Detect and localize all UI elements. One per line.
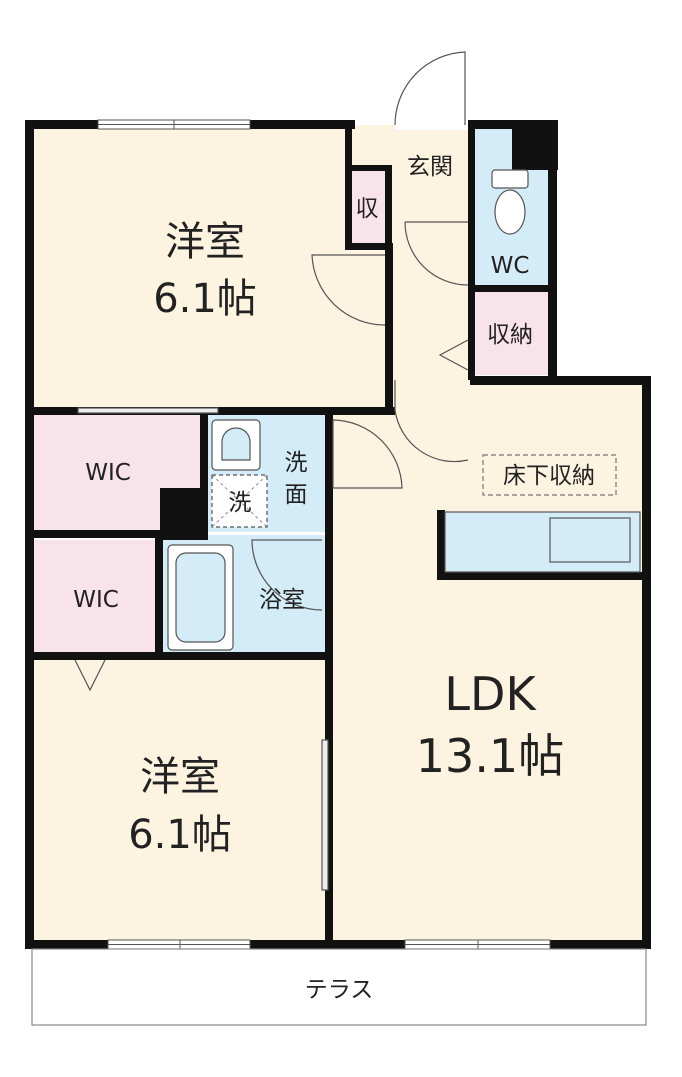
wall-washroom-left: [200, 412, 208, 540]
storage-label: 収納: [487, 322, 533, 348]
wall-wc-bottom: [468, 285, 556, 292]
ldk-name: LDK: [444, 667, 537, 721]
wall-right-upper: [548, 120, 557, 382]
storage-small-label: 収: [356, 196, 379, 222]
wall-top-ldk: [470, 376, 651, 385]
wall-storage-small-right: [385, 170, 392, 250]
wall-wc-left: [468, 120, 475, 380]
wic-lower-floor: [30, 540, 160, 655]
wic-door-indicator: [74, 659, 106, 692]
wc-corner-block: [512, 120, 558, 170]
washbasin-label-1: 洗: [285, 450, 308, 476]
bedroom2-floor: [30, 655, 330, 943]
bathtub-icon: [167, 544, 234, 651]
sliding-door-bedroom2: [321, 739, 329, 891]
wall-right-ldk: [642, 378, 651, 949]
bedroom2-size: 6.1帖: [128, 812, 232, 858]
labels: 洋室 6.1帖 洋室 6.1帖 LDK 13.1帖 玄関 収 WC 収納 WIC…: [73, 154, 595, 1003]
wall-storage-small-top: [345, 165, 392, 171]
fixtures: [167, 169, 641, 651]
front-door-opening: [395, 118, 467, 130]
wc-label: WC: [491, 253, 530, 279]
bathroom-door: [251, 539, 323, 611]
entrance-label: 玄関: [407, 154, 453, 180]
kitchen-counter: [444, 511, 641, 573]
ldk-floor: [330, 382, 645, 943]
doors: [74, 51, 469, 891]
wall-wic-mid: [25, 530, 205, 538]
wall-storage-small-bottom: [345, 243, 393, 250]
bedroom1-size: 6.1帖: [153, 276, 257, 322]
wall-bedroom1-right: [385, 245, 393, 415]
wall-kitchen-left: [437, 510, 445, 580]
washer-label: 洗: [229, 490, 252, 516]
wall-bottom: [25, 940, 650, 949]
washroom-door: [332, 419, 403, 489]
front-door-swing: [394, 51, 466, 126]
underfloor-storage-label: 床下収納: [503, 463, 595, 489]
terrace-outline: [31, 948, 647, 1026]
terrace-label: テラス: [305, 977, 374, 1003]
bedroom1-name: 洋室: [165, 219, 245, 265]
wall-core-right: [325, 412, 333, 662]
hall-door: [394, 380, 469, 463]
windows: [97, 119, 551, 950]
washbasin-icon: [211, 419, 261, 471]
ldk-size: 13.1帖: [416, 729, 564, 783]
underfloor-storage-box: [482, 454, 617, 496]
washbasin-label-2: 面: [285, 482, 308, 508]
storage-floor: [470, 290, 550, 375]
sliding-door-bedroom1-closet: [77, 407, 219, 414]
wall-wic-lower-right: [155, 535, 163, 660]
wall-bedroom2-right: [325, 660, 333, 945]
storage-door-indicator: [438, 339, 469, 371]
wall-bathroom-bottom: [25, 652, 333, 660]
toilet-icon: [491, 169, 529, 235]
bedroom1-door: [311, 254, 386, 326]
bedroom1-floor: [30, 125, 388, 413]
wc-door: [404, 221, 469, 286]
wall-hall-left: [345, 125, 352, 250]
wic-lower-label: WIC: [73, 587, 119, 613]
wall-kitchen-bottom: [437, 572, 647, 580]
bedroom2-name: 洋室: [140, 754, 220, 800]
bathroom-label: 浴室: [259, 587, 305, 613]
wic-upper-label: WIC: [85, 460, 131, 486]
